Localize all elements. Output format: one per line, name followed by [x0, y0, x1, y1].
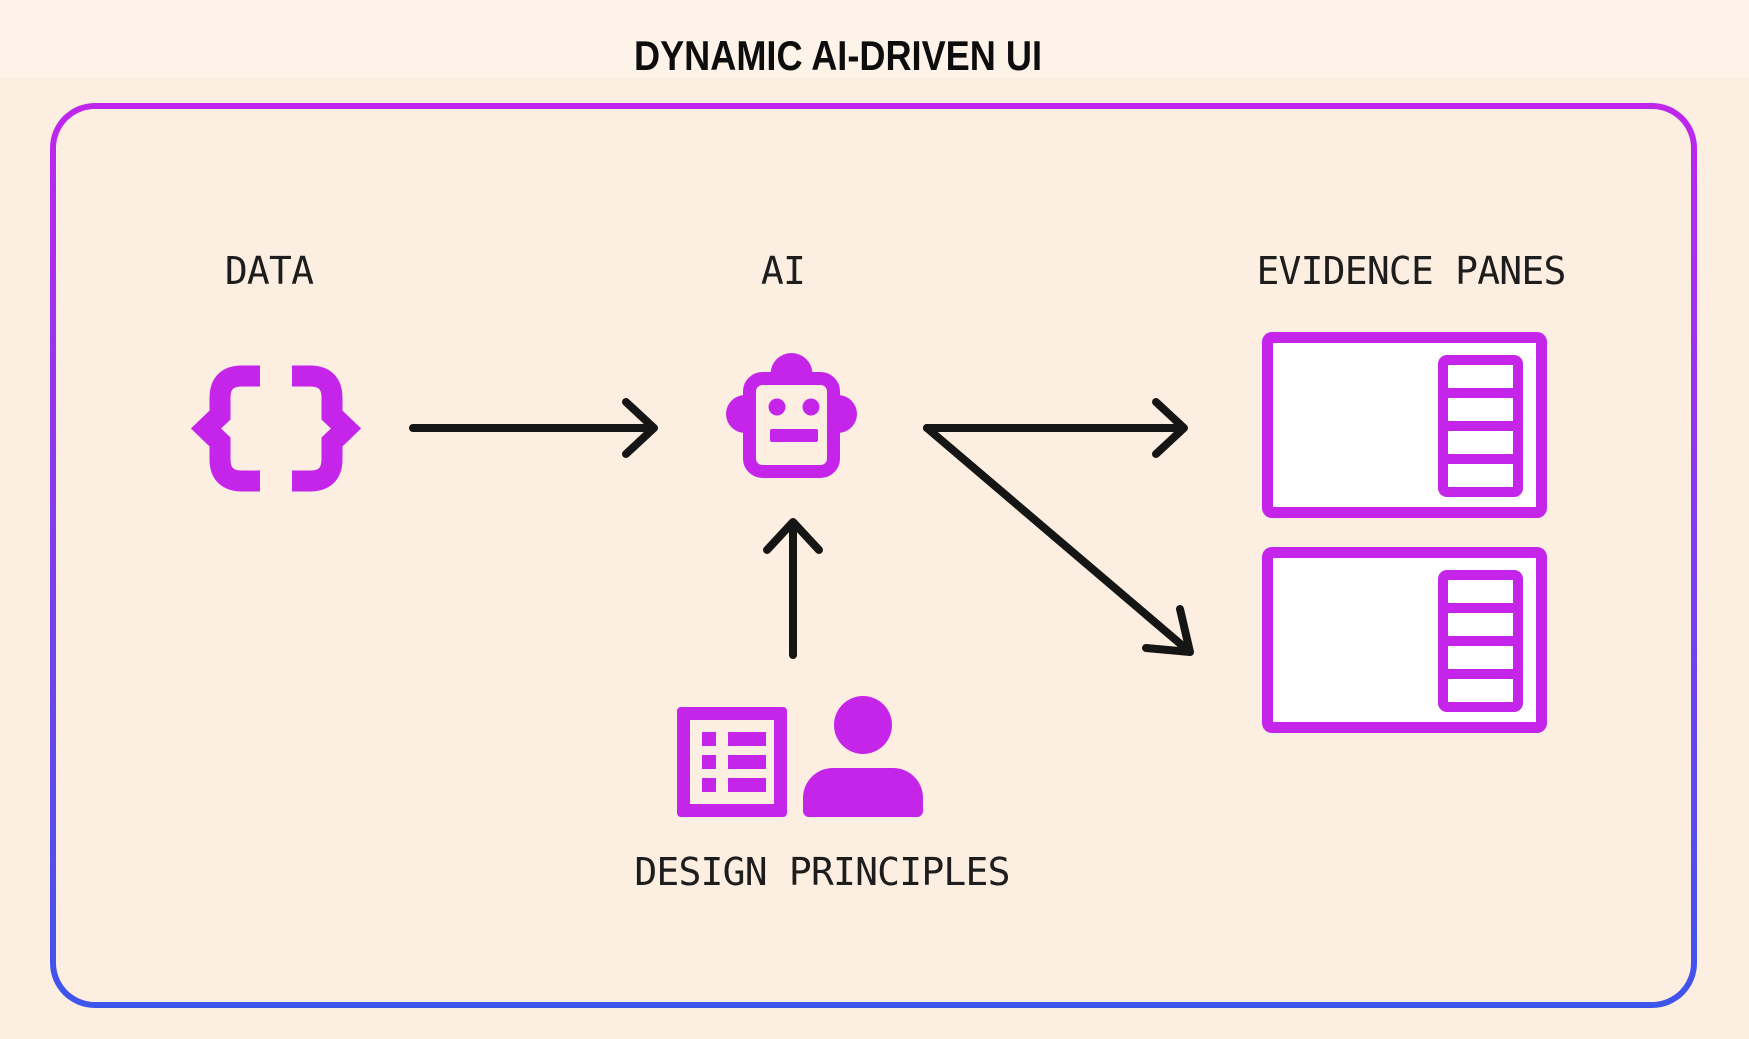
data-label: DATA — [224, 249, 314, 293]
evidence-pane — [1262, 332, 1547, 518]
checklist-icon — [677, 707, 787, 817]
evidence-panes-label: EVIDENCE PANES — [1256, 249, 1566, 293]
header-band — [0, 0, 1749, 78]
person-icon — [803, 768, 923, 817]
curly-braces-icon — [190, 365, 362, 492]
pane-list-icon — [1438, 570, 1523, 712]
ai-label: AI — [760, 249, 806, 293]
person-icon — [834, 696, 892, 754]
evidence-pane — [1262, 547, 1547, 733]
design-principles-label: DESIGN PRINCIPLES — [634, 850, 1010, 894]
pane-list-icon — [1438, 355, 1523, 497]
robot-icon — [726, 353, 857, 478]
diagram-title: DYNAMIC AI-DRIVEN UI — [633, 32, 1043, 79]
